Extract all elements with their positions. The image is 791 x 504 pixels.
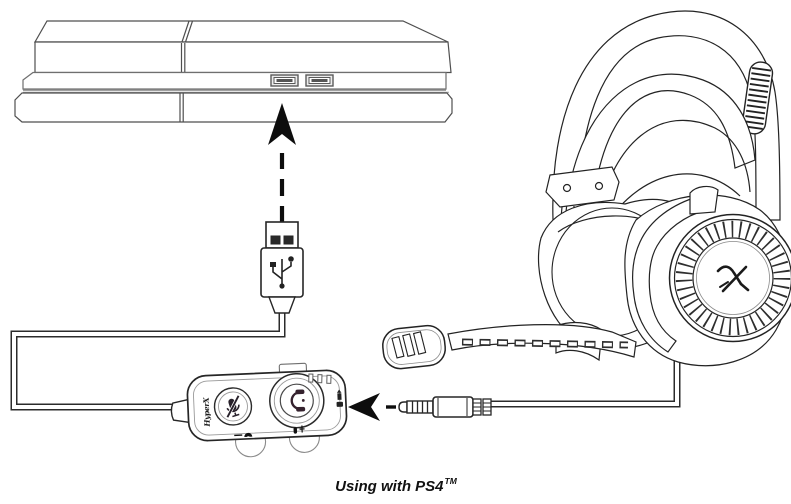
plug-body-lines	[437, 398, 468, 416]
usb-plug	[260, 221, 304, 314]
mic-mute-button	[213, 387, 253, 426]
usb-cable	[10, 310, 286, 411]
audio-jack-icon	[336, 389, 344, 407]
jack-arrow-icon	[348, 393, 380, 421]
mic-mute-icon	[225, 395, 241, 418]
boom-mic-slots	[461, 338, 629, 349]
console-bottom-slab	[14, 92, 453, 123]
led-indicators	[308, 373, 332, 384]
strap-bracket	[545, 166, 620, 230]
surround-sound-headset-icon	[290, 389, 306, 412]
control-box: HyperX	[170, 362, 348, 458]
plug-collars	[472, 398, 492, 416]
console-usb-port-2	[305, 74, 334, 87]
surround-button	[269, 372, 325, 429]
headset	[382, 10, 791, 370]
console-top-groove	[180, 20, 194, 73]
usb-trident-icon	[270, 256, 294, 289]
console-top-front	[34, 41, 452, 74]
ribbed-slider	[741, 61, 774, 135]
strain-relief	[170, 398, 191, 424]
caption-tm: TM	[444, 476, 457, 486]
caption-text: Using with PS4	[335, 478, 444, 495]
headset-cable	[490, 350, 681, 408]
usb-strain-taper	[267, 296, 297, 314]
caption: Using with PS4TM	[0, 476, 791, 495]
yoke-pivot	[689, 185, 719, 215]
headphone-volume-icon	[234, 432, 253, 438]
ps4-console	[14, 20, 453, 123]
earcup-ring	[675, 220, 791, 336]
console-top-face	[33, 20, 449, 43]
right-earcup	[624, 185, 791, 367]
earcup-yoke	[632, 195, 707, 353]
usb-contact-left	[270, 235, 281, 245]
console-usb-port-1	[270, 74, 299, 87]
hx-logo-icon	[716, 265, 750, 293]
hyperx-script-logo: HyperX	[202, 396, 212, 428]
headband-frame	[552, 10, 781, 221]
plug-shaft	[406, 400, 434, 414]
plug-tip	[398, 401, 408, 413]
boom-mic	[382, 324, 637, 370]
usb-contact-right	[283, 235, 294, 245]
mic-volume-icon	[293, 425, 305, 434]
mic-head-slots	[391, 331, 427, 359]
plug-shaft-rings	[411, 401, 429, 413]
usb-arrow-icon	[268, 103, 296, 145]
suspension-strap	[565, 73, 756, 215]
console-mid-band	[22, 71, 447, 90]
console-bottom-groove	[179, 93, 184, 122]
audio-plug	[398, 396, 492, 418]
mic-head	[382, 324, 446, 370]
